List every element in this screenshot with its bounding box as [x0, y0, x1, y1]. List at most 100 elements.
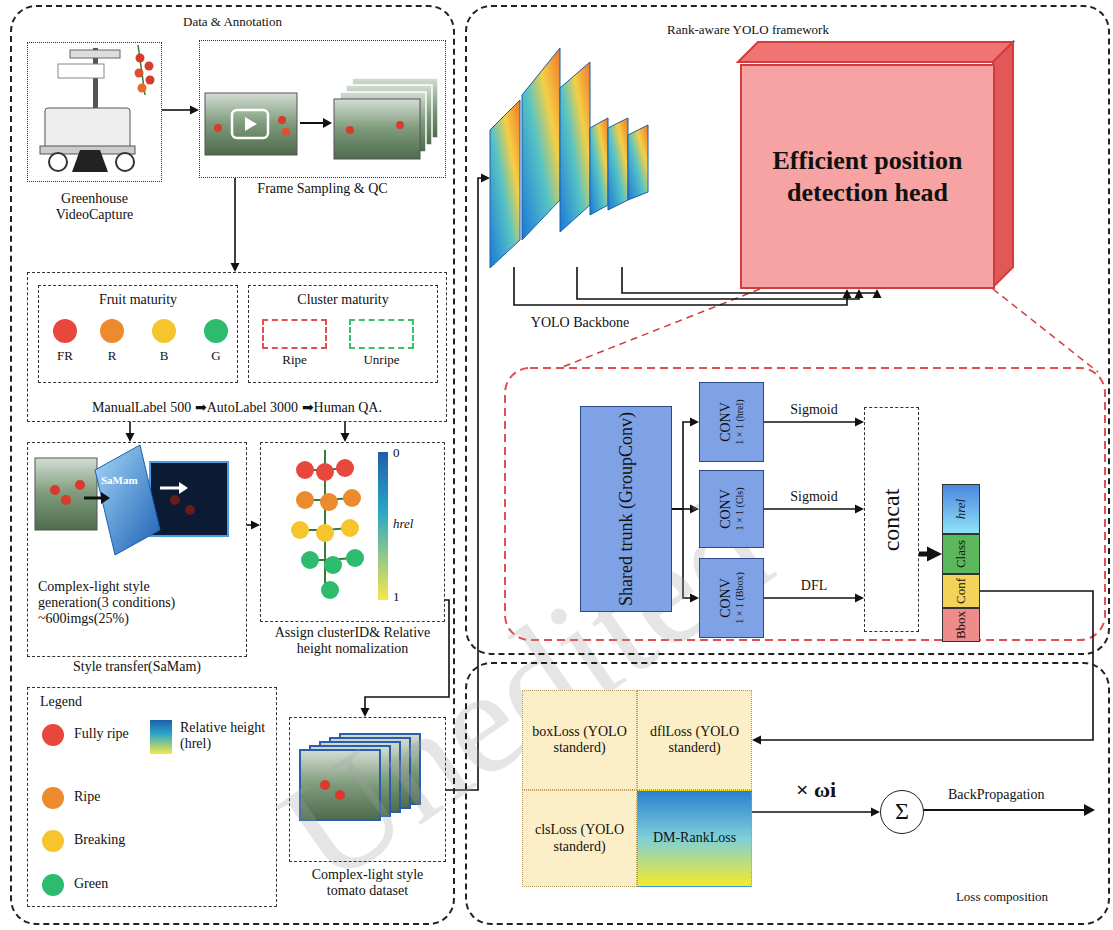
height-bar — [378, 452, 388, 600]
layer — [490, 100, 520, 268]
legend-text: Breaking — [74, 832, 125, 848]
layer — [628, 125, 648, 200]
connector — [764, 418, 864, 427]
loss-box: dflLoss (YOLO standerd) — [637, 690, 752, 790]
connector-line — [764, 421, 857, 423]
connector-line — [129, 422, 131, 435]
legend-swatch — [42, 724, 64, 746]
rotated-text: CONV1 × 1 (Bbox) — [718, 558, 746, 638]
tomato — [282, 128, 290, 136]
edge-label: DFL — [798, 578, 830, 594]
tomato — [278, 116, 286, 124]
output-segment: Conf — [942, 574, 980, 608]
frame-illustration — [205, 78, 438, 159]
node-text: Complex-light style tomato dataset — [300, 867, 435, 899]
node-text: Rank-aware YOLO framework — [667, 23, 829, 38]
node-text: hrel — [954, 484, 969, 534]
connector-line — [344, 422, 346, 435]
sum-circle: Σ — [880, 790, 924, 834]
tomato — [301, 551, 319, 569]
tomato — [170, 495, 180, 505]
node-text: Ripe — [254, 353, 335, 368]
rotated-text: concat — [878, 407, 906, 632]
backbone-layers — [490, 48, 648, 268]
node-text: Shared trunk (GroupConv) — [616, 406, 637, 612]
tomato — [343, 489, 361, 507]
edge-label: Sigmoid — [787, 489, 840, 505]
node-text: Greenhouse VideoCapture — [36, 191, 153, 223]
rotated-text: Shared trunk (GroupConv) — [616, 406, 637, 612]
node-text: Σ — [895, 798, 909, 826]
node-text: B — [132, 349, 196, 364]
output-segment: Bbox — [942, 608, 980, 642]
image-box: Frame Sampling & QC — [199, 40, 446, 178]
trunk-box: Shared trunk (GroupConv) — [580, 406, 672, 612]
tomato — [346, 549, 364, 567]
tomato — [145, 62, 154, 71]
node-text: R — [80, 349, 144, 364]
node-text: boxLoss (YOLO standerd) — [527, 724, 632, 756]
node-text: Efficient position detection head — [756, 145, 979, 207]
maturity-dot: FR — [53, 319, 77, 343]
tomato — [185, 505, 195, 515]
output-segment: Class — [942, 534, 980, 574]
cluster-box: Unripe — [349, 319, 414, 349]
tomato — [320, 493, 338, 511]
robot-cone — [72, 150, 108, 172]
legend-text: Relative height (hrel) — [180, 720, 275, 752]
rotated-text: CONV1 × 1 (Cls) — [718, 470, 746, 548]
slab-label: SaMam — [101, 474, 138, 486]
node-text: dflLoss (YOLO standerd) — [642, 724, 747, 756]
node-text: clsLoss (YOLO standerd) — [527, 822, 632, 854]
node-text: 1 × 1 (Bbox) — [734, 558, 746, 638]
rotated-text: hrel — [954, 484, 969, 534]
axis-label: hrel — [393, 517, 413, 531]
detail-frame — [505, 368, 1105, 640]
node-text: Assign clusterID& Relative height nomali… — [261, 625, 444, 657]
connector-line — [759, 591, 1093, 740]
detection-head: Efficient position detection head — [740, 64, 995, 289]
loss-box: clsLoss (YOLO standerd) — [522, 790, 637, 887]
zoom-line — [993, 289, 1098, 372]
arrow-line — [84, 497, 102, 500]
flow-label: BackPropagation — [948, 787, 1044, 802]
node-text: Conf — [954, 574, 969, 608]
maturity-dot: B — [152, 319, 176, 343]
tomato — [316, 463, 334, 481]
tomato — [136, 54, 145, 63]
tomato — [396, 121, 404, 129]
node-text: Loss composition — [956, 890, 1048, 905]
rotated-text: Bbox — [954, 608, 969, 642]
cluster-box: Ripe — [262, 319, 327, 349]
node-text: Complex-light style generation(3 conditi… — [38, 579, 210, 627]
tomato — [336, 459, 354, 477]
samam-slab — [95, 445, 160, 555]
backprop-arrow — [922, 809, 1085, 811]
tomato — [50, 485, 60, 495]
conv-box: CONV1 × 1 (Cls) — [699, 470, 764, 548]
node-text: Bbox — [954, 608, 969, 642]
robot-wheel — [116, 153, 134, 171]
tomato — [291, 521, 309, 539]
tomato — [296, 461, 314, 479]
rotated-text: Conf — [954, 574, 969, 608]
node-text: Data & Annotation — [12, 15, 453, 30]
connector-line — [752, 811, 873, 813]
rotated-text: Class — [954, 534, 969, 574]
tomato — [346, 126, 354, 134]
tomato — [341, 519, 359, 537]
arrow-head — [927, 547, 942, 562]
legend-text: Green — [74, 876, 108, 892]
rotated-text: CONV1 × 1 (hrel) — [718, 382, 746, 462]
node-text: CONV — [718, 470, 734, 548]
connector — [247, 521, 260, 530]
output-segment: hrel — [942, 484, 980, 534]
tomato — [324, 556, 342, 574]
connector — [162, 106, 199, 115]
tomato — [135, 69, 144, 78]
legend-text: Ripe — [74, 789, 100, 805]
connector-line — [919, 552, 929, 557]
dataset-box: Complex-light style tomato dataset — [289, 717, 446, 862]
node-text: YOLO Backbone — [490, 315, 670, 331]
legend-swatch — [42, 874, 64, 896]
